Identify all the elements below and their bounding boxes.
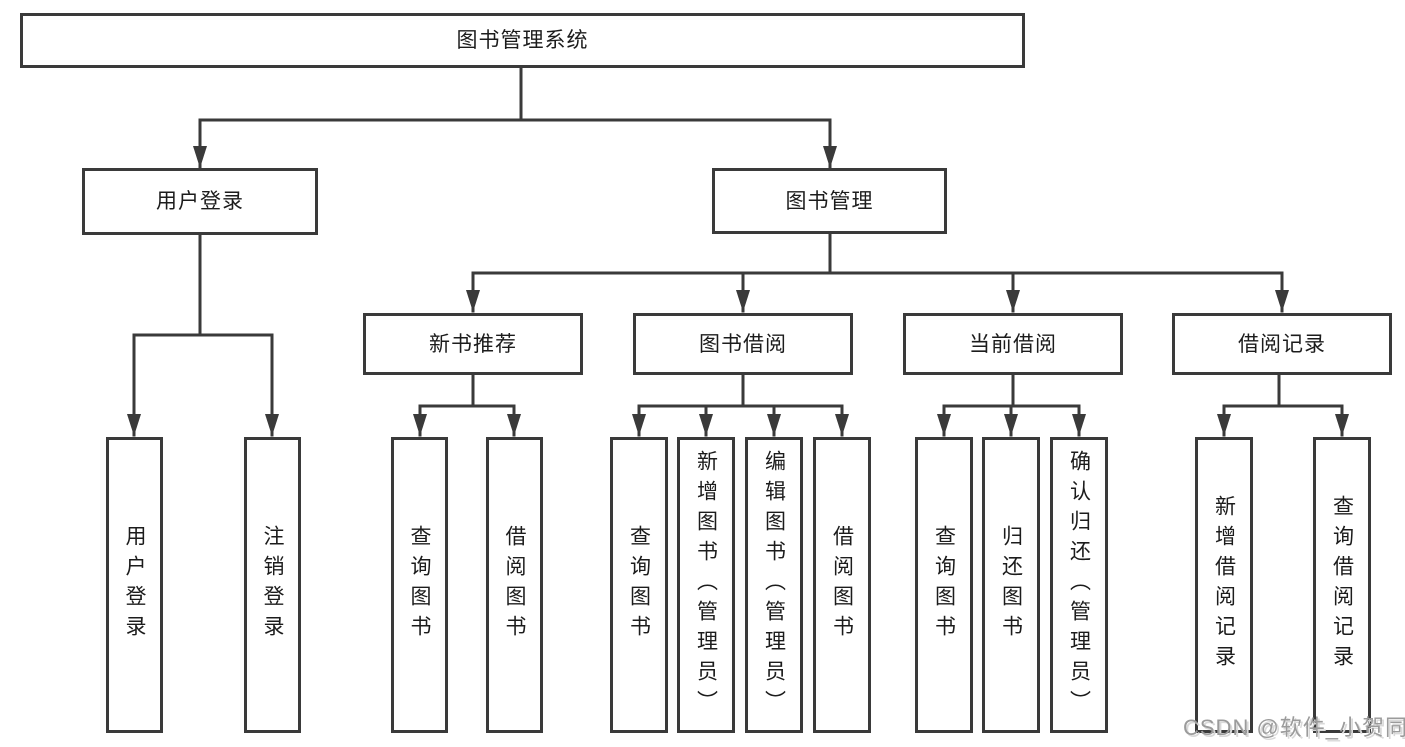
node-book-management-label: 图书管理 xyxy=(785,189,874,213)
connector-login-to-leaves xyxy=(127,231,279,437)
leaf-confirm-return-admin: 确认归还（管理员） xyxy=(1050,437,1108,733)
node-root: 图书管理系统 xyxy=(20,13,1025,68)
node-book-borrow: 图书借阅 xyxy=(633,313,853,375)
leaf-add-borrow-record: 新增借阅记录 xyxy=(1195,437,1253,733)
leaf-borrow-book-recommend: 借阅图书 xyxy=(486,437,543,733)
leaf-confirm-return-admin-label: 确认归还（管理员） xyxy=(1067,450,1091,720)
leaf-query-borrow-record: 查询借阅记录 xyxy=(1313,437,1371,733)
leaf-borrow-book-label: 借阅图书 xyxy=(830,525,854,645)
node-current-borrow: 当前借阅 xyxy=(903,313,1123,375)
leaf-return-book: 归还图书 xyxy=(982,437,1040,733)
connector-bookborrow-to-leaves xyxy=(632,371,849,437)
leaf-user-login-label: 用户登录 xyxy=(123,525,146,645)
node-current-borrow-label: 当前借阅 xyxy=(969,332,1057,356)
node-new-book-recommend: 新书推荐 xyxy=(363,313,583,375)
leaf-add-book-admin: 新增图书（管理员） xyxy=(677,437,735,733)
csdn-watermark: CSDN @软件_小贺同学 xyxy=(1183,715,1405,740)
node-root-label: 图书管理系统 xyxy=(456,29,589,52)
leaf-add-book-admin-label: 新增图书（管理员） xyxy=(694,450,718,720)
node-new-book-recommend-label: 新书推荐 xyxy=(429,332,517,356)
connector-management-to-level3 xyxy=(466,230,1289,313)
node-user-login: 用户登录 xyxy=(82,168,318,235)
leaf-borrow-book-recommend-label: 借阅图书 xyxy=(503,525,526,645)
leaf-query-book-current-label: 查询图书 xyxy=(932,525,956,645)
leaf-add-borrow-record-label: 新增借阅记录 xyxy=(1212,495,1236,675)
leaf-edit-book-admin-label: 编辑图书（管理员） xyxy=(762,450,786,720)
connector-currentborrow-to-leaves xyxy=(937,371,1086,437)
node-user-login-label: 用户登录 xyxy=(156,190,244,213)
leaf-query-borrow-record-label: 查询借阅记录 xyxy=(1330,495,1354,675)
leaf-query-book-borrow-label: 查询图书 xyxy=(627,525,651,645)
connector-root-to-level2 xyxy=(193,64,837,169)
leaf-query-book-recommend: 查询图书 xyxy=(391,437,448,733)
leaf-logout: 注销登录 xyxy=(244,437,301,733)
node-book-management: 图书管理 xyxy=(712,168,947,234)
node-borrow-records-label: 借阅记录 xyxy=(1238,332,1326,356)
connector-newbook-to-leaves xyxy=(413,371,521,437)
node-book-borrow-label: 图书借阅 xyxy=(699,332,787,356)
connector-records-to-leaves xyxy=(1217,371,1349,437)
leaf-return-book-label: 归还图书 xyxy=(999,525,1023,645)
leaf-query-book-borrow: 查询图书 xyxy=(610,437,668,733)
leaf-query-book-current: 查询图书 xyxy=(915,437,973,733)
leaf-edit-book-admin: 编辑图书（管理员） xyxy=(745,437,803,733)
leaf-user-login: 用户登录 xyxy=(106,437,163,733)
leaf-logout-label: 注销登录 xyxy=(261,525,284,645)
leaf-borrow-book: 借阅图书 xyxy=(813,437,871,733)
leaf-query-book-recommend-label: 查询图书 xyxy=(408,525,431,645)
node-borrow-records: 借阅记录 xyxy=(1172,313,1392,375)
